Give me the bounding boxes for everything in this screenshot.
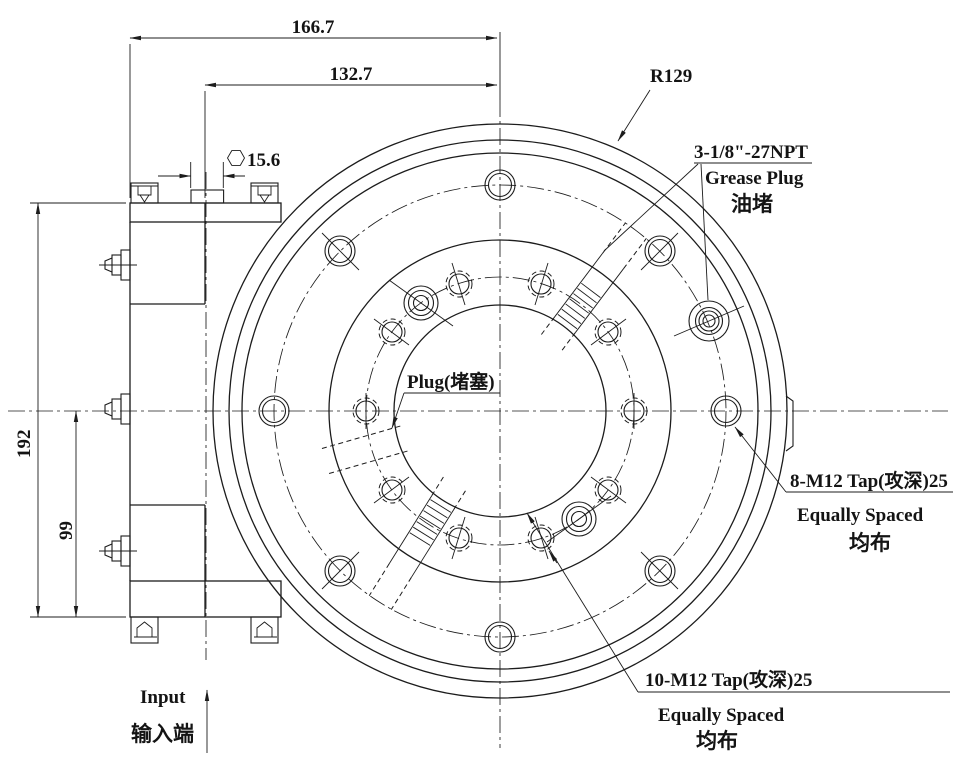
leader-tap8 — [734, 426, 787, 493]
hole-10-36deg — [590, 318, 627, 346]
side-view — [99, 182, 282, 644]
hole-8-90deg — [484, 169, 516, 201]
grease-plugs — [388, 279, 745, 543]
grease-nipple-middle — [104, 393, 131, 425]
leaders — [204, 89, 953, 753]
top-bolt-left — [130, 182, 159, 204]
label-input-zh: 输入端 — [131, 722, 194, 746]
leader-tap10 — [526, 512, 639, 693]
outer-circle-2 — [228, 139, 772, 683]
npt-grease-plug-main — [673, 300, 745, 342]
dim-total-width: 166.7 — [292, 17, 335, 38]
hexagon-symbol — [226, 150, 246, 166]
hole-8-315deg — [640, 551, 679, 590]
label-plug: Plug(堵塞) — [407, 370, 495, 393]
dim-hex-af: 15.6 — [247, 150, 280, 171]
inner-plug-lower-right — [546, 495, 612, 543]
label-tap10-spaced: Equally Spaced — [658, 705, 785, 726]
hole-8-135deg — [321, 232, 360, 271]
hole-10-0deg — [620, 393, 648, 429]
leader-grease-to-plug — [700, 163, 709, 301]
hole-8-225deg — [321, 551, 360, 590]
label-tap10-spaced-zh: 均布 — [696, 729, 738, 753]
dim-total-height: 192 — [14, 430, 35, 459]
label-tap10-spec: 10-M12 Tap(攻深)25 — [645, 668, 812, 691]
hole-10-108deg — [445, 262, 473, 306]
bolt-circle-8 — [273, 184, 727, 638]
label-grease-zh: 油堵 — [731, 192, 773, 216]
hole-10-216deg — [373, 476, 410, 504]
outer-holes-8 — [258, 169, 742, 653]
leader-grease-to-band — [603, 163, 699, 252]
annotations: 166.7 132.7 15.6 R129 192 99 3-1/8"-27NP… — [14, 17, 948, 753]
label-input-en: Input — [140, 687, 186, 708]
label-grease-en: Grease Plug — [705, 168, 804, 189]
bottom-bolt-right — [250, 616, 279, 644]
dim-lower-height: 99 — [56, 521, 77, 540]
label-tap8-spaced: Equally Spaced — [797, 505, 924, 526]
leader-plug — [391, 392, 405, 429]
grease-nipple-top — [99, 249, 137, 281]
hole-10-252deg — [445, 516, 473, 560]
hole-10-324deg — [590, 476, 627, 504]
od-boss — [785, 395, 794, 452]
outer-circle-R129 — [212, 123, 788, 699]
grease-nipple-bottom — [99, 535, 137, 567]
dimensions — [30, 35, 498, 618]
hole-8-0deg — [710, 395, 742, 427]
leader-r129 — [617, 89, 651, 142]
inner-holes-10 — [352, 262, 648, 560]
inner-plug-upper-left — [388, 279, 454, 327]
dim-face-to-center: 132.7 — [330, 64, 373, 85]
hole-10-288deg — [527, 516, 555, 560]
bottom-bolt-left — [130, 616, 159, 644]
leader-tap10-arrow2 — [548, 550, 558, 564]
hole-8-45deg — [640, 232, 679, 271]
label-tap8-spec: 8-M12 Tap(攻深)25 — [790, 469, 948, 492]
hole-8-270deg — [484, 621, 516, 653]
top-bolt-right — [250, 182, 279, 204]
centerlines — [8, 32, 948, 748]
bore-circle — [393, 304, 607, 518]
dim-outer-radius: R129 — [650, 66, 692, 87]
hole-10-180deg — [352, 393, 380, 429]
hole-10-144deg — [373, 318, 410, 346]
hole-10-72deg — [527, 262, 555, 306]
inner-ring-circle — [328, 239, 672, 583]
input-hex-hub — [190, 189, 225, 204]
thread-band-lower-left — [368, 476, 466, 610]
plug-passage-left — [318, 425, 408, 475]
front-view — [212, 123, 794, 699]
label-tap8-spaced-zh: 均布 — [849, 531, 891, 555]
thread-band-upper-right — [540, 222, 647, 351]
flange-inner-circle — [241, 152, 759, 670]
label-grease-npt: 3-1/8"-27NPT — [694, 142, 808, 163]
hole-8-180deg — [258, 395, 290, 427]
